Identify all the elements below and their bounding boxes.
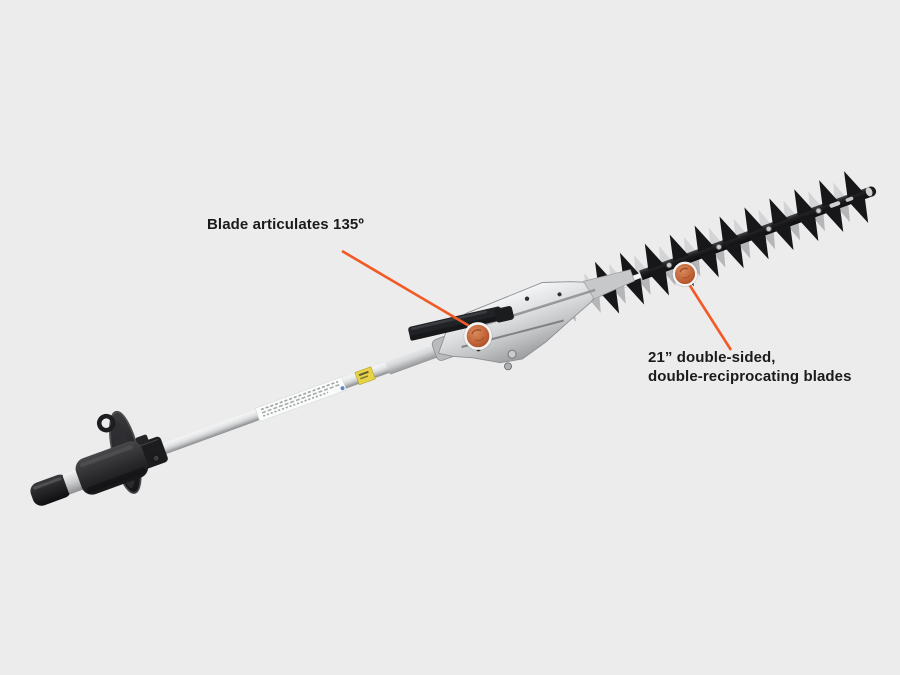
blade-tooth	[799, 214, 819, 242]
shaft-end-cap	[30, 474, 72, 506]
blade-tooth	[669, 234, 689, 261]
blade-tooth	[749, 232, 769, 260]
callout-text-blades-line1: 21” double-sided,	[648, 349, 776, 366]
blade-knob-marker	[671, 260, 699, 288]
blade-tooth	[819, 180, 839, 207]
callout-line-articulation	[341, 249, 472, 329]
callout-label-blades: 21” double-sided, double-reciprocating b…	[648, 348, 852, 386]
callout-label-articulation: Blade articulates 135º	[207, 215, 364, 234]
blade-teeth	[594, 171, 869, 314]
blade-tooth	[744, 207, 764, 234]
blade-tooth	[774, 223, 794, 251]
blade-tooth	[849, 196, 869, 223]
blade-tooth	[694, 225, 714, 252]
callout-line-blades	[685, 280, 733, 351]
hanger-ring	[96, 413, 116, 433]
callout-text-articulation: Blade articulates 135º	[207, 216, 364, 233]
rubber-grip	[75, 441, 149, 495]
end-cap-highlight	[33, 477, 62, 490]
shaft-instruction-label	[254, 376, 347, 422]
blade-tooth	[625, 278, 645, 305]
blade-tooth	[719, 216, 739, 243]
blade-tooth	[699, 250, 719, 278]
warning-label	[354, 366, 376, 386]
blade-tooth	[824, 205, 844, 233]
trimmer-attachment	[30, 171, 877, 506]
blade-tooth	[769, 198, 789, 225]
blade-tooth	[724, 241, 744, 269]
articulation-knob-marker	[463, 321, 493, 351]
blade-tooth	[794, 189, 814, 216]
gearbox-lower-bolt	[504, 362, 512, 371]
blade-tooth	[650, 269, 669, 296]
blade-tip-glint	[865, 187, 873, 197]
articulation-lever	[408, 306, 514, 341]
blade-tooth	[644, 243, 664, 271]
blade-tooth	[844, 171, 863, 198]
callout-text-blades-line2: double-reciprocating blades	[648, 368, 852, 385]
